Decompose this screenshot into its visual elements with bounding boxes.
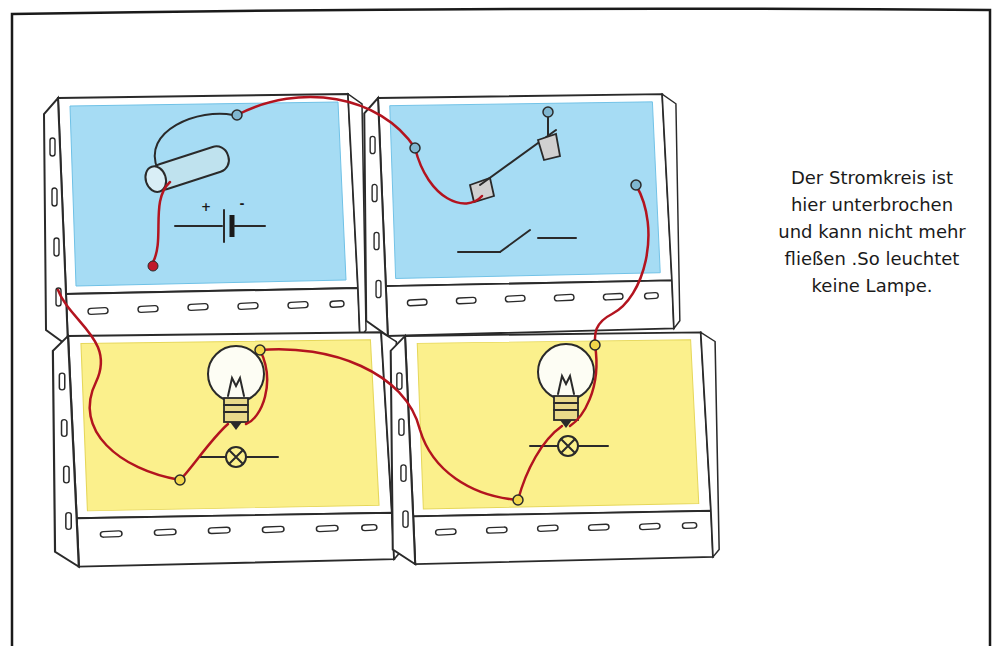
lamp	[538, 344, 594, 428]
lamp-tray	[53, 332, 401, 566]
terminals	[175, 340, 600, 505]
wires	[58, 97, 648, 500]
switch	[470, 116, 560, 202]
polarity-sign: -	[234, 197, 250, 211]
page-frame	[12, 9, 990, 646]
switch-tray	[364, 94, 680, 336]
note-text: Der Stromkreis ist hier unterbrochen und…	[772, 164, 972, 299]
battery-symbol	[175, 210, 265, 242]
lamp-tray	[391, 332, 719, 564]
switch-symbol	[458, 230, 576, 252]
terminals	[232, 107, 641, 190]
battery-tray	[44, 94, 366, 346]
polarity-sign: +	[198, 200, 214, 214]
battery	[142, 114, 233, 271]
lamp-symbol	[200, 447, 278, 467]
